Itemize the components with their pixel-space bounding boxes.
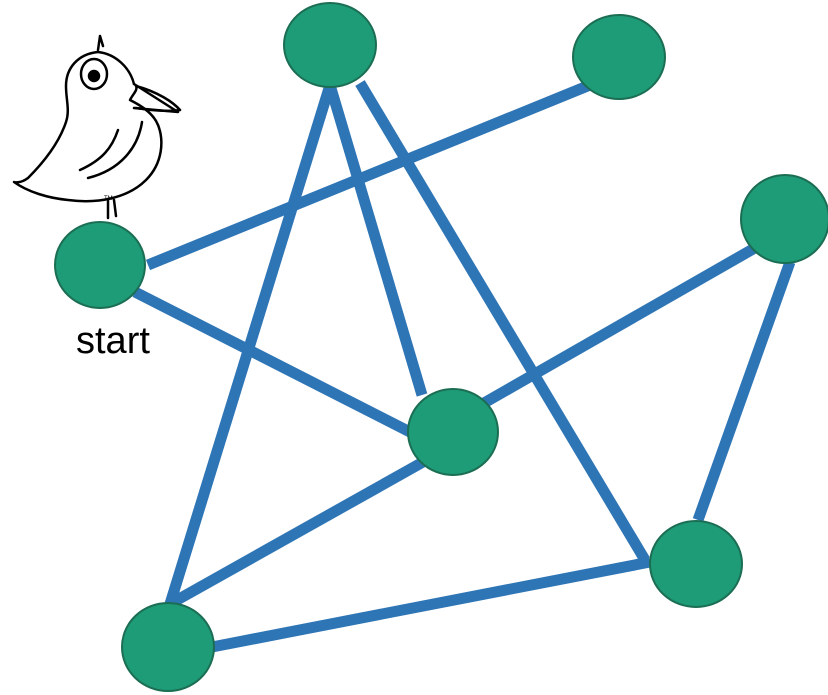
node-n-lower-right <box>649 520 743 608</box>
node-n-bottom-left <box>121 602 215 692</box>
edge-n-top-center-n-center <box>324 83 428 397</box>
graph-nodes <box>54 2 828 692</box>
edge-n-start-n-top-right <box>145 79 593 271</box>
edge-n-center-n-bottom-left <box>167 457 426 609</box>
edge-n-start-n-center <box>132 287 413 437</box>
edge-n-right-n-lower-right <box>692 260 796 522</box>
edge-n-top-center-n-bottom-left <box>164 83 336 606</box>
svg-text:TM: TM <box>104 196 113 202</box>
node-n-right <box>740 174 828 264</box>
edge-n-lower-right-n-bottom-left <box>210 556 652 653</box>
edge-n-top-center-n-lower-right <box>355 80 650 563</box>
bird-icon: TM <box>12 34 182 220</box>
node-n-top-center <box>283 2 377 88</box>
node-n-top-right <box>572 14 666 100</box>
graph-edges <box>132 79 796 653</box>
start-label: start <box>76 320 150 362</box>
node-n-center <box>407 388 499 476</box>
node-n-start <box>54 221 146 309</box>
edge-n-center-n-right <box>481 240 763 408</box>
